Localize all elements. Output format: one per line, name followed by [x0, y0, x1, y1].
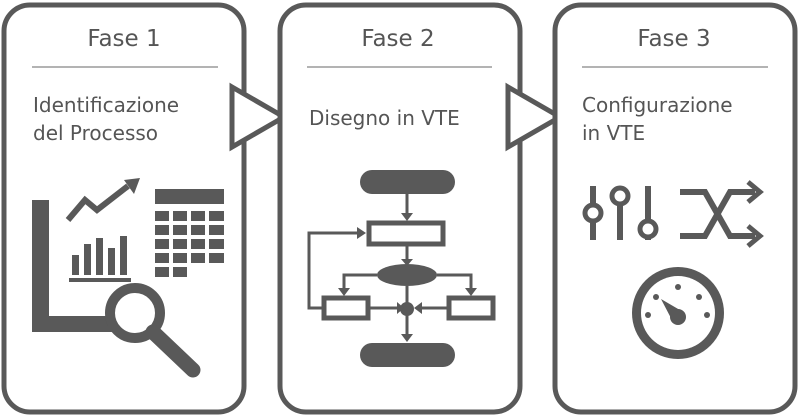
phase-title: Fase 2	[361, 26, 434, 52]
sliders-icon	[582, 185, 659, 240]
flowchart-start-node	[360, 170, 455, 194]
magnifier-icon	[105, 283, 201, 378]
connector-arrow-1	[229, 82, 290, 152]
chart-axis-icon	[32, 200, 49, 332]
phase-title: Fase 3	[637, 26, 710, 52]
flowchart-join-node	[400, 302, 414, 316]
gauge-icon	[632, 267, 724, 359]
phase-title: Fase 1	[87, 26, 160, 52]
flowchart-left-node	[321, 295, 371, 321]
flowchart-icon	[307, 170, 496, 367]
phase-desc-line1: Identificazione	[33, 93, 179, 117]
spreadsheet-icon	[155, 189, 224, 277]
phase-desc-line2: in VTE	[582, 121, 645, 145]
phase-box	[1, 2, 247, 415]
shuffle-icon	[680, 180, 764, 248]
flowchart-decision-node	[377, 264, 437, 286]
phase-panel-3: Fase 3 Configurazione in VTE	[552, 2, 798, 415]
phase-box	[552, 2, 798, 415]
flowchart-end-node	[360, 343, 455, 367]
flowchart-right-node	[446, 295, 496, 321]
process-analysis-icon	[32, 178, 224, 378]
connector-arrow-2	[505, 82, 566, 152]
phase-desc-line1: Configurazione	[582, 93, 733, 117]
phase-panel-2: Fase 2 Disegno in VTE	[277, 2, 523, 415]
flowchart-process-node	[366, 220, 446, 247]
phase-desc-line2: del Processo	[33, 121, 158, 145]
bar-chart-icon	[69, 236, 131, 282]
phase-panel-1: Fase 1 Identificazione del Processo	[1, 2, 247, 415]
trend-arrow-icon	[65, 183, 130, 222]
phase-desc-line1: Disegno in VTE	[309, 106, 460, 130]
gauge-needle	[661, 299, 685, 322]
